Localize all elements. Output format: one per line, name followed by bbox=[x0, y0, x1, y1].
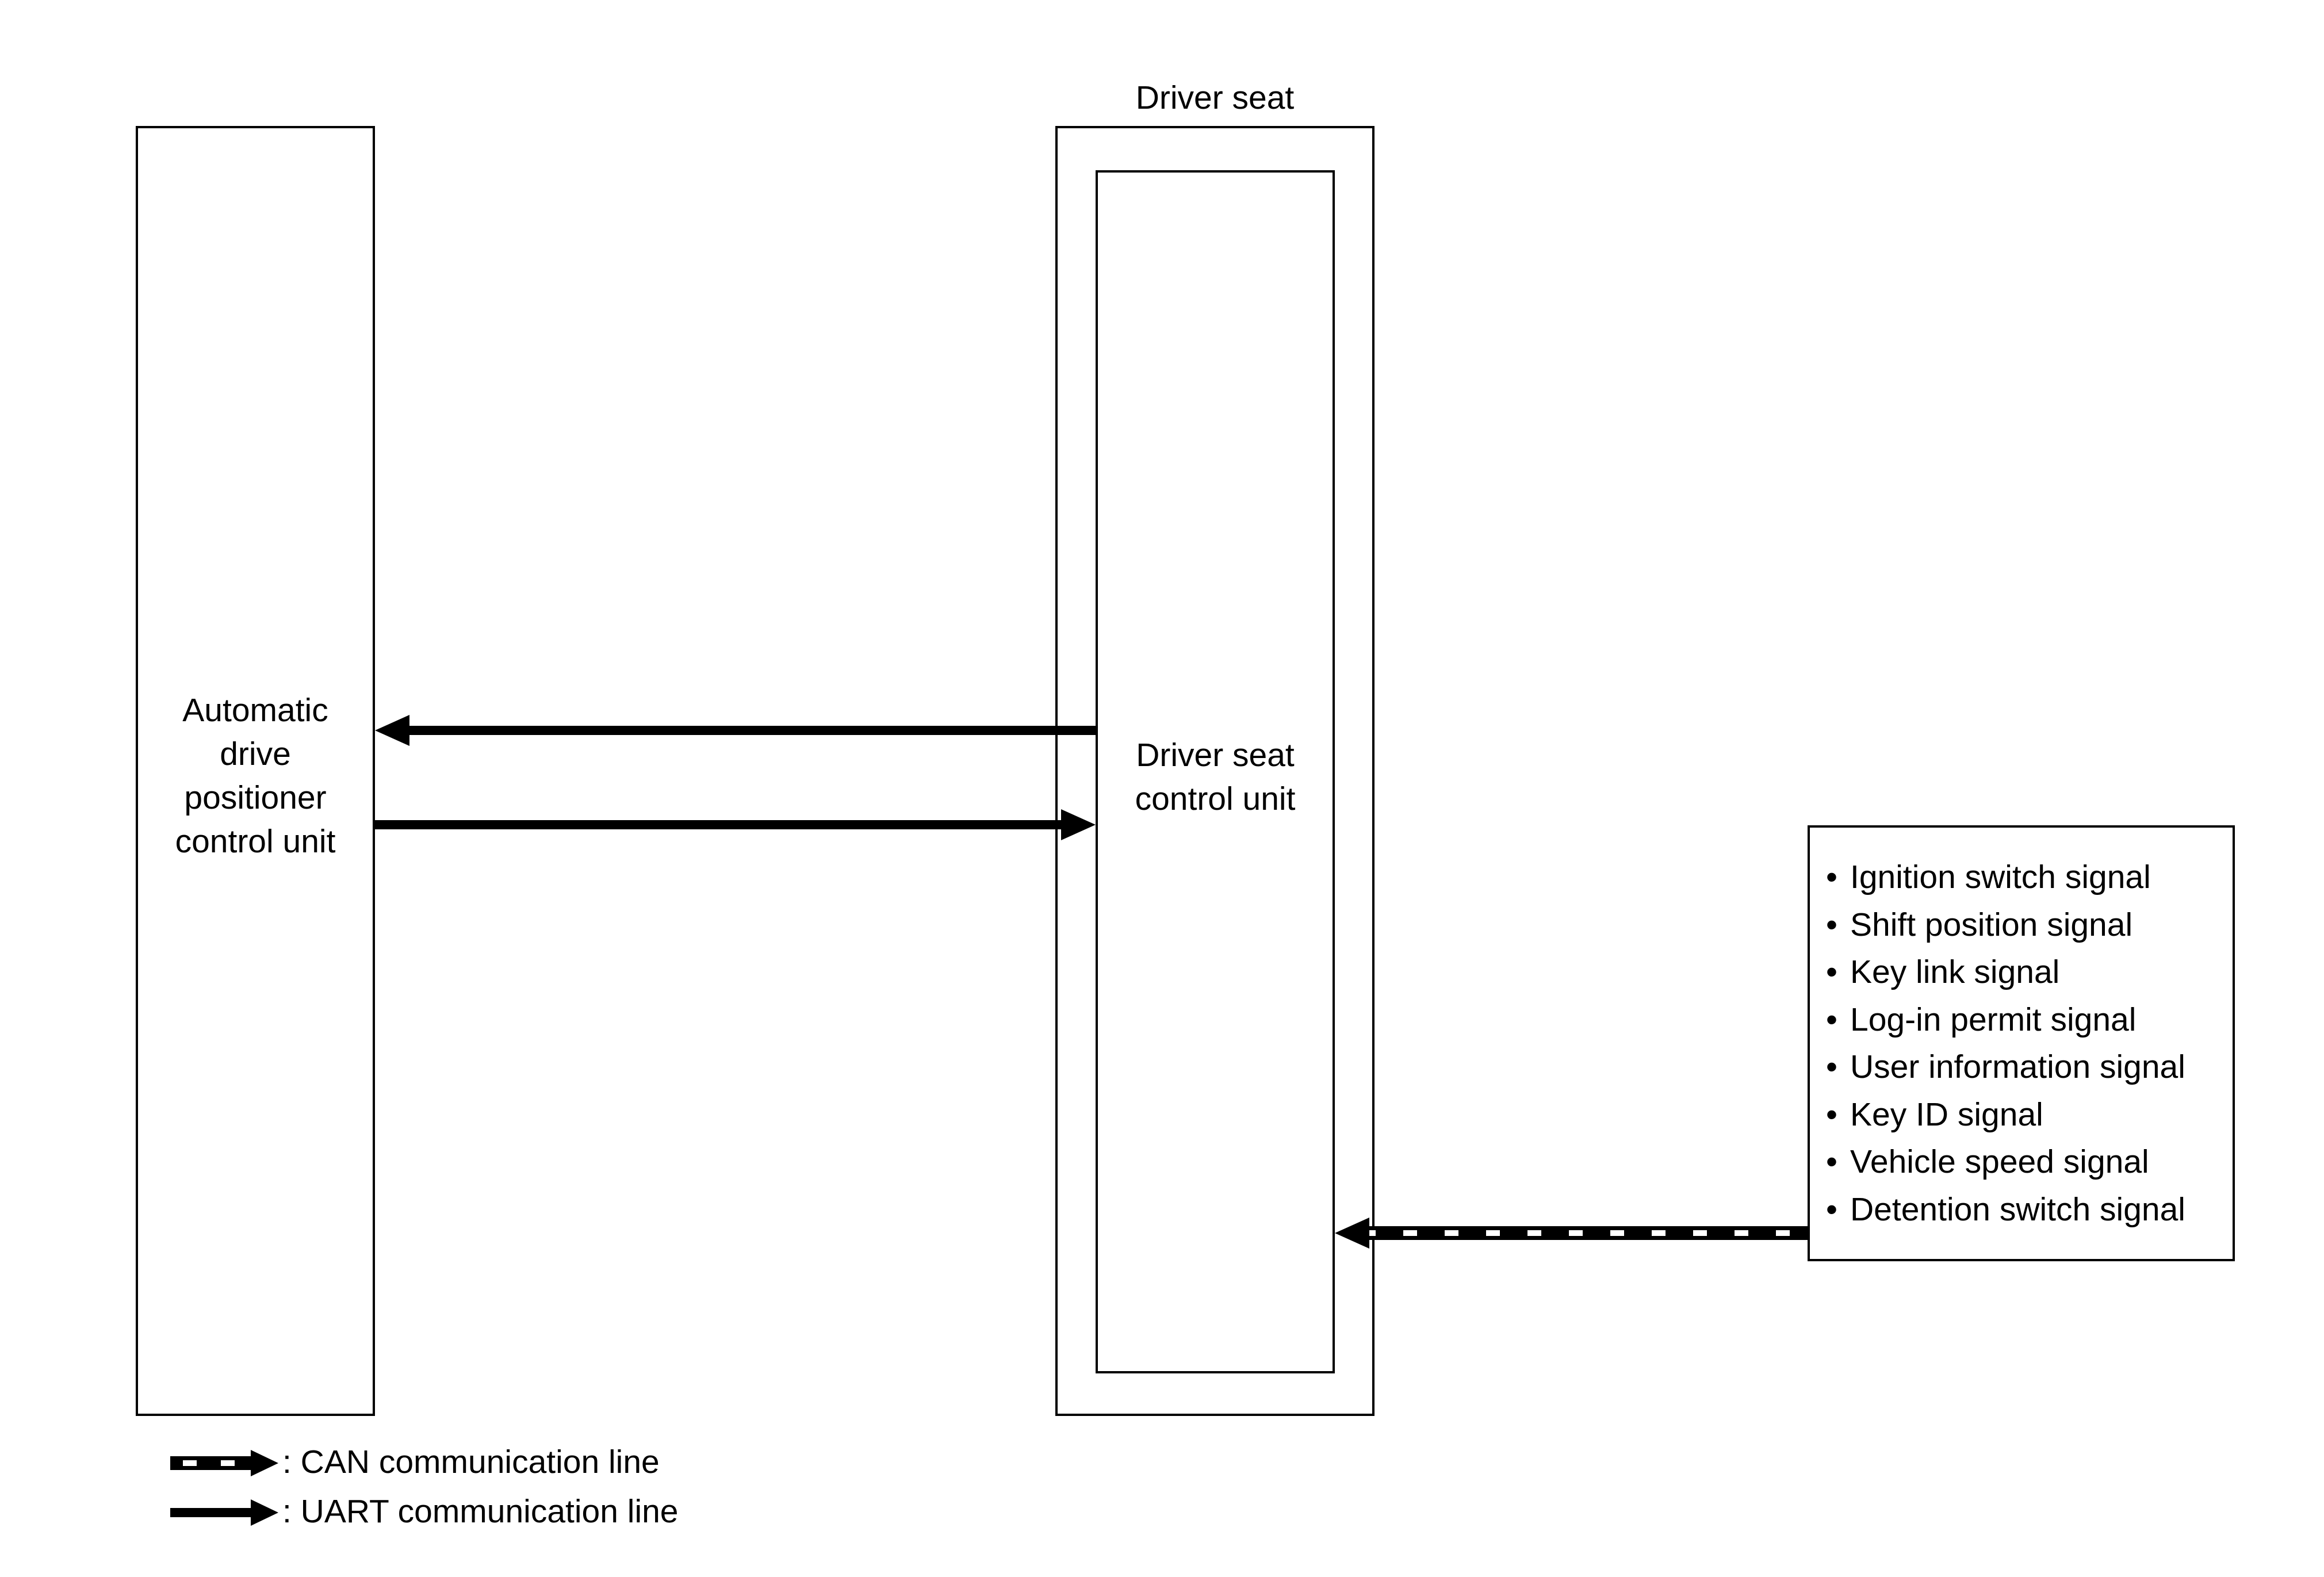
legend-uart-symbol bbox=[170, 1499, 278, 1526]
signal-item: User information signal bbox=[1826, 1043, 2185, 1091]
apcu-label-line: control unit bbox=[175, 823, 336, 860]
uart-arrow-to-seat-unit bbox=[375, 809, 1096, 840]
can-arrow-to-seat-unit bbox=[1335, 1218, 1808, 1249]
signal-item: Detention switch signal bbox=[1826, 1186, 2185, 1234]
driver-seat-title: Driver seat bbox=[1135, 79, 1295, 116]
uart-arrow-to-apcu bbox=[375, 715, 1096, 746]
seat-label-line: control unit bbox=[1135, 780, 1296, 817]
driver-seat-control-unit-box bbox=[1096, 170, 1335, 1373]
apcu-label-line: positioner bbox=[184, 779, 327, 816]
apcu-label-line: drive bbox=[220, 736, 291, 772]
signal-item: Key link signal bbox=[1826, 948, 2185, 996]
legend-can-symbol bbox=[170, 1450, 278, 1476]
driver-seat-box bbox=[1055, 126, 1375, 1416]
seat-label-line: Driver seat bbox=[1136, 737, 1295, 774]
signal-list: Ignition switch signal Shift position si… bbox=[1826, 853, 2185, 1233]
signal-item: Key ID signal bbox=[1826, 1091, 2185, 1139]
automatic-drive-positioner-control-unit-box bbox=[136, 126, 375, 1416]
signal-item: Log-in permit signal bbox=[1826, 996, 2185, 1044]
automatic-drive-positioner-control-unit-label: Automatic drive positioner control unit bbox=[136, 688, 375, 863]
apcu-label-line: Automatic bbox=[182, 692, 328, 729]
signal-item: Shift position signal bbox=[1826, 901, 2185, 949]
legend-uart-label: : UART communication line bbox=[282, 1493, 679, 1530]
driver-seat-control-unit-label: Driver seat control unit bbox=[1096, 733, 1335, 821]
signal-list-box bbox=[1808, 825, 2235, 1261]
signal-item: Vehicle speed signal bbox=[1826, 1138, 2185, 1186]
legend-can-label: : CAN communication line bbox=[282, 1444, 660, 1480]
signal-item: Ignition switch signal bbox=[1826, 853, 2185, 901]
